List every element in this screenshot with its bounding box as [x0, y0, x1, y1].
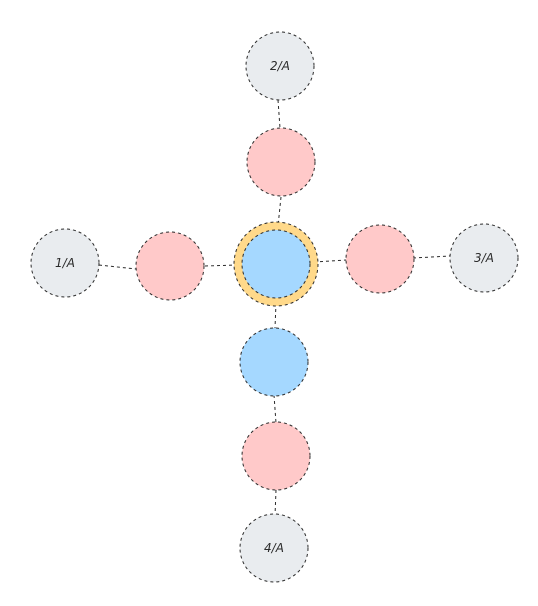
edge-lower-blue-lower-red — [273, 394, 277, 424]
terminal-left-label: 1/A — [55, 256, 75, 270]
edge-lower-red-bottom-terminal — [274, 489, 277, 517]
node-lower-blue[interactable] — [239, 327, 309, 397]
node-upper-red[interactable] — [246, 127, 316, 197]
terminal-top-circle — [245, 31, 315, 101]
terminal-top[interactable]: 2/A — [245, 31, 315, 101]
edge-left-terminal-left — [98, 264, 137, 270]
terminal-right[interactable]: 3/A — [449, 223, 519, 293]
node-center-highlighted[interactable] — [233, 221, 319, 307]
edge-right-right-terminal — [412, 255, 451, 259]
node-left-red[interactable] — [135, 231, 205, 301]
terminal-right-circle — [449, 223, 519, 293]
edge-center-lower-blue — [274, 302, 277, 329]
edge-center-right — [313, 259, 347, 263]
terminal-right-label: 3/A — [474, 251, 494, 265]
edge-left-center — [204, 264, 238, 267]
node-center-blue — [241, 229, 311, 299]
terminal-left-circle — [30, 228, 100, 298]
terminal-bottom[interactable]: 4/A — [239, 513, 309, 583]
terminal-top-label: 2/A — [270, 59, 290, 73]
terminal-bottom-circle — [239, 513, 309, 583]
node-right-red[interactable] — [345, 224, 415, 294]
terminal-left[interactable]: 1/A — [30, 228, 100, 298]
connectors — [98, 99, 451, 517]
edge-top-terminal-upper — [277, 99, 281, 129]
node-lower-red[interactable] — [241, 421, 311, 491]
edge-upper-center — [277, 196, 282, 227]
terminal-bottom-label: 4/A — [264, 541, 284, 555]
